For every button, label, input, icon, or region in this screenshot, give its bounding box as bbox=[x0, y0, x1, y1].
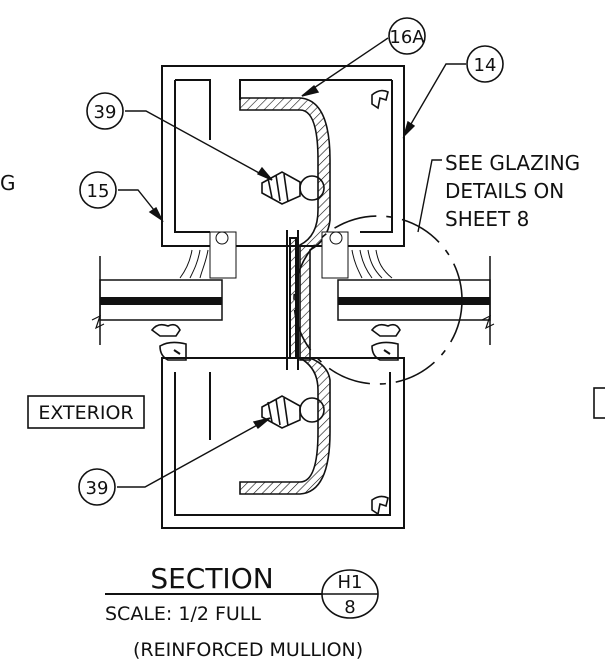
glass-left bbox=[91, 256, 223, 345]
right-edge-box bbox=[593, 387, 605, 419]
callout-14: 14 bbox=[466, 45, 504, 83]
lower-clip bbox=[371, 495, 389, 516]
section-title: SECTION bbox=[150, 562, 273, 595]
screw-lower bbox=[261, 395, 325, 429]
reinforcing-steel-lower bbox=[239, 357, 331, 495]
callout-39-top: 39 bbox=[86, 92, 124, 130]
note-see-glazing: SEE GLAZING DETAILS ON SHEET 8 bbox=[445, 151, 580, 231]
frame-upper bbox=[161, 65, 405, 247]
upper-clip bbox=[371, 89, 389, 110]
scale-text: SCALE: 1/2 FULL bbox=[105, 603, 261, 625]
callout-39-bottom: 39 bbox=[78, 468, 116, 506]
svg-text:SHEET 8: SHEET 8 bbox=[445, 207, 529, 231]
glass-right bbox=[337, 256, 495, 345]
leader-15 bbox=[118, 189, 164, 223]
leader-39-top bbox=[125, 110, 273, 181]
gasket-right bbox=[370, 323, 401, 361]
callout-15: 15 bbox=[79, 171, 117, 209]
glazing-tape-right bbox=[321, 231, 393, 279]
svg-text:SEE GLAZING: SEE GLAZING bbox=[445, 151, 580, 175]
glazing-tape-left bbox=[179, 231, 237, 279]
note-left-fragment: G bbox=[0, 171, 16, 195]
leader-see-glazing bbox=[417, 159, 442, 233]
subtitle-text: (REINFORCED MULLION) bbox=[133, 639, 363, 661]
ref-sheet-top: H1 bbox=[338, 572, 363, 593]
svg-text:14: 14 bbox=[474, 55, 497, 76]
exterior-label: EXTERIOR bbox=[27, 395, 145, 429]
title-block: SECTION SCALE: 1/2 FULL (REINFORCED MULL… bbox=[105, 562, 379, 661]
reinforcing-steel-upper bbox=[239, 97, 331, 361]
svg-text:DETAILS ON: DETAILS ON bbox=[445, 179, 564, 203]
svg-text:39: 39 bbox=[94, 102, 117, 123]
ref-sheet-bottom: 8 bbox=[344, 597, 355, 618]
leader-14 bbox=[402, 63, 466, 139]
detail-circle bbox=[293, 215, 463, 385]
screw-upper bbox=[261, 171, 325, 205]
callout-16a: 16A bbox=[388, 17, 426, 55]
svg-text:16A: 16A bbox=[389, 27, 425, 48]
gasket-left bbox=[150, 323, 187, 361]
svg-text:15: 15 bbox=[87, 181, 110, 202]
leader-16a bbox=[301, 37, 389, 97]
frame-lower bbox=[161, 357, 405, 529]
leader-39-bottom bbox=[117, 417, 271, 488]
mullion-web bbox=[286, 230, 299, 370]
svg-text:EXTERIOR: EXTERIOR bbox=[38, 402, 133, 424]
svg-text:39: 39 bbox=[86, 478, 109, 499]
